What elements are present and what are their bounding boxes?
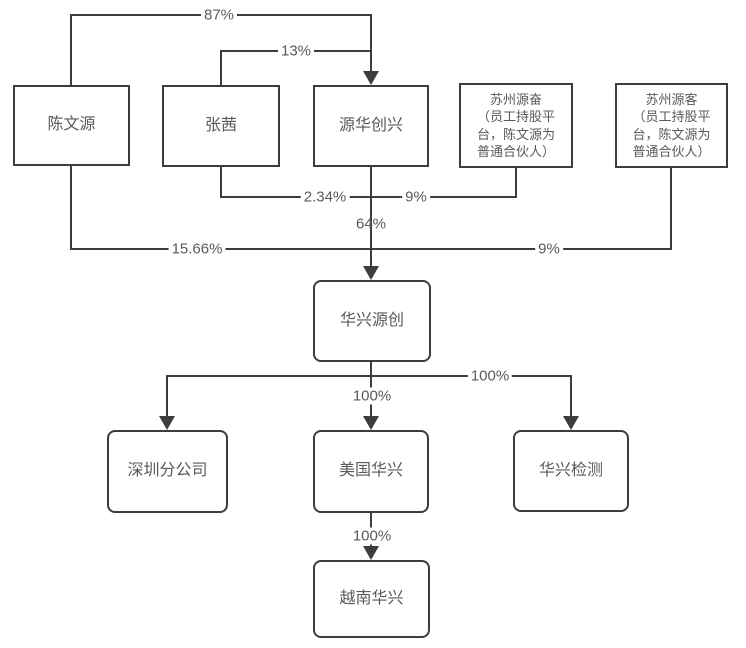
edge-label-9pct-yuanfen: 9% <box>402 188 430 206</box>
node-yuenan-huaxing: 越南华兴 <box>313 560 430 638</box>
connector-subsidiaries-horizontal <box>166 375 572 377</box>
connector-64pct-vertical <box>370 167 372 267</box>
arrowhead-down-icon <box>363 416 379 430</box>
node-label-line: 台，陈文源为 <box>632 126 711 142</box>
node-label-line: 台，陈文源为 <box>476 126 555 142</box>
node-yuanhua-chuangxing: 源华创兴 <box>313 85 429 167</box>
node-shenzhen-branch: 深圳分公司 <box>107 430 228 513</box>
node-suzhou-yuanfen: 苏州源奋 （员工持股平 台，陈文源为 普通合伙人） <box>459 83 573 168</box>
edge-label-100pct-yuenan: 100% <box>349 527 395 545</box>
edge-label-9pct-yuanke: 9% <box>535 240 563 258</box>
connector-chen-bottom-vertical <box>70 166 72 250</box>
edge-label-87pct: 87% <box>200 6 238 24</box>
node-label: 华兴检测 <box>538 461 603 479</box>
node-zhang-qian: 张茜 <box>162 85 280 167</box>
node-label-line: 苏州源奋 <box>489 92 542 108</box>
arrowhead-down-icon <box>363 546 379 560</box>
node-label-line: 普通合伙人） <box>476 143 555 159</box>
node-label: 张茜 <box>204 116 237 134</box>
node-meiguo-huaxing: 美国华兴 <box>313 430 429 513</box>
node-huaxing-yuanchuang: 华兴源创 <box>313 280 431 362</box>
connector-1566pct-horizontal <box>70 248 672 250</box>
arrowhead-down-icon <box>159 416 175 430</box>
node-label: 源华创兴 <box>338 116 403 134</box>
edge-label-13pct: 13% <box>277 42 315 60</box>
node-label-line: （员工持股平 <box>476 109 555 125</box>
arrowhead-down-icon <box>563 416 579 430</box>
connector-shenzhen-vertical <box>166 375 168 416</box>
connector-jiance-vertical <box>570 375 572 416</box>
connector-zhang-bottom-vertical <box>220 167 222 198</box>
connector-yuanke-bottom-vertical <box>670 168 672 250</box>
connector-234pct-horizontal <box>220 196 517 198</box>
node-label: 深圳分公司 <box>127 462 208 480</box>
arrowhead-down-icon <box>363 266 379 280</box>
node-label-line: 普通合伙人） <box>632 143 711 159</box>
connector-zhang-top-vertical <box>220 50 222 85</box>
edge-label-100pct-jiance: 100% <box>467 367 513 385</box>
node-chen-wenyuan: 陈文源 <box>13 85 130 166</box>
edge-label-1566pct: 15.66% <box>168 240 226 258</box>
node-suzhou-yuanke: 苏州源客 （员工持股平 台，陈文源为 普通合伙人） <box>615 83 728 168</box>
node-label: 越南华兴 <box>339 589 404 607</box>
node-label-line: 苏州源客 <box>645 92 698 108</box>
edge-label-100pct-meiguo: 100% <box>349 387 395 405</box>
arrowhead-down-icon <box>363 71 379 85</box>
connector-center-top-vertical <box>370 14 372 72</box>
connector-chen-top-vertical <box>70 14 72 85</box>
node-label: 美国华兴 <box>338 462 403 480</box>
edge-label-234pct: 2.34% <box>300 188 350 206</box>
node-label: 华兴源创 <box>339 311 404 329</box>
edge-label-64pct: 64% <box>355 215 387 233</box>
node-huaxing-jiance: 华兴检测 <box>513 430 629 512</box>
node-label: 陈文源 <box>47 116 96 134</box>
connector-yuanfen-bottom-vertical <box>515 168 517 198</box>
node-label-line: （员工持股平 <box>632 109 711 125</box>
